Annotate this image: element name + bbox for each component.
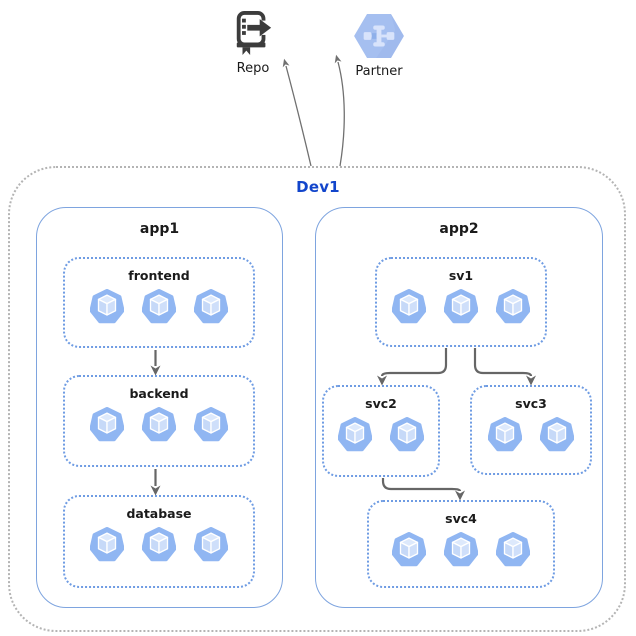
- pod-icon: [444, 289, 478, 324]
- pod-icon: [142, 407, 176, 442]
- pod-icon: [390, 417, 424, 452]
- service-box-frontend: frontend: [63, 257, 255, 348]
- app2-title: app2: [439, 221, 479, 237]
- pod-icon: [392, 289, 426, 324]
- pod-icon: [338, 417, 372, 452]
- repo-label: Repo: [236, 61, 270, 76]
- pod-icon: [142, 527, 176, 562]
- svc2-label: svc2: [365, 396, 397, 411]
- frontend-pod-group: [65, 288, 253, 324]
- service-box-svc2: svc2: [322, 385, 440, 477]
- pod-icon: [90, 407, 124, 442]
- service-box-backend: backend: [63, 375, 255, 467]
- svc3-label: svc3: [515, 396, 547, 411]
- service-box-svc3: svc3: [470, 385, 592, 475]
- svc3-pod-group: [472, 416, 590, 452]
- partner-label: Partner: [355, 64, 403, 79]
- pod-icon: [496, 289, 530, 324]
- backend-label: backend: [129, 386, 189, 401]
- pod-icon: [392, 532, 426, 567]
- external-node-partner: Partner: [349, 13, 409, 79]
- database-label: database: [126, 506, 192, 521]
- cluster-dev1-label: Dev1: [296, 178, 340, 196]
- database-pod-group: [65, 526, 253, 562]
- sv1-label: sv1: [448, 268, 474, 283]
- sv1-pod-group: [377, 288, 545, 324]
- pod-icon: [194, 289, 228, 324]
- pod-icon: [194, 527, 228, 562]
- svc4-label: svc4: [445, 511, 477, 526]
- partner-hexagon-icon: [354, 13, 404, 59]
- app1-title: app1: [139, 221, 180, 237]
- pod-icon: [90, 289, 124, 324]
- external-node-repo: Repo: [227, 10, 279, 76]
- service-box-sv1: sv1: [375, 257, 547, 347]
- pod-icon: [142, 289, 176, 324]
- backend-pod-group: [65, 406, 253, 442]
- svc4-pod-group: [369, 531, 553, 567]
- edge-dev1-partner: [334, 54, 345, 167]
- pod-icon: [540, 417, 574, 452]
- service-box-svc4: svc4: [367, 500, 555, 588]
- pod-icon: [90, 527, 124, 562]
- svc2-pod-group: [324, 416, 438, 452]
- edge-dev1-repo: [282, 58, 312, 167]
- source-repo-icon: [236, 11, 272, 55]
- pod-icon: [194, 407, 228, 442]
- frontend-label: frontend: [128, 268, 190, 283]
- service-box-database: database: [63, 495, 255, 588]
- pod-icon: [488, 417, 522, 452]
- pod-icon: [444, 532, 478, 567]
- cluster-dev1-boundary: [8, 166, 626, 632]
- pod-icon: [496, 532, 530, 567]
